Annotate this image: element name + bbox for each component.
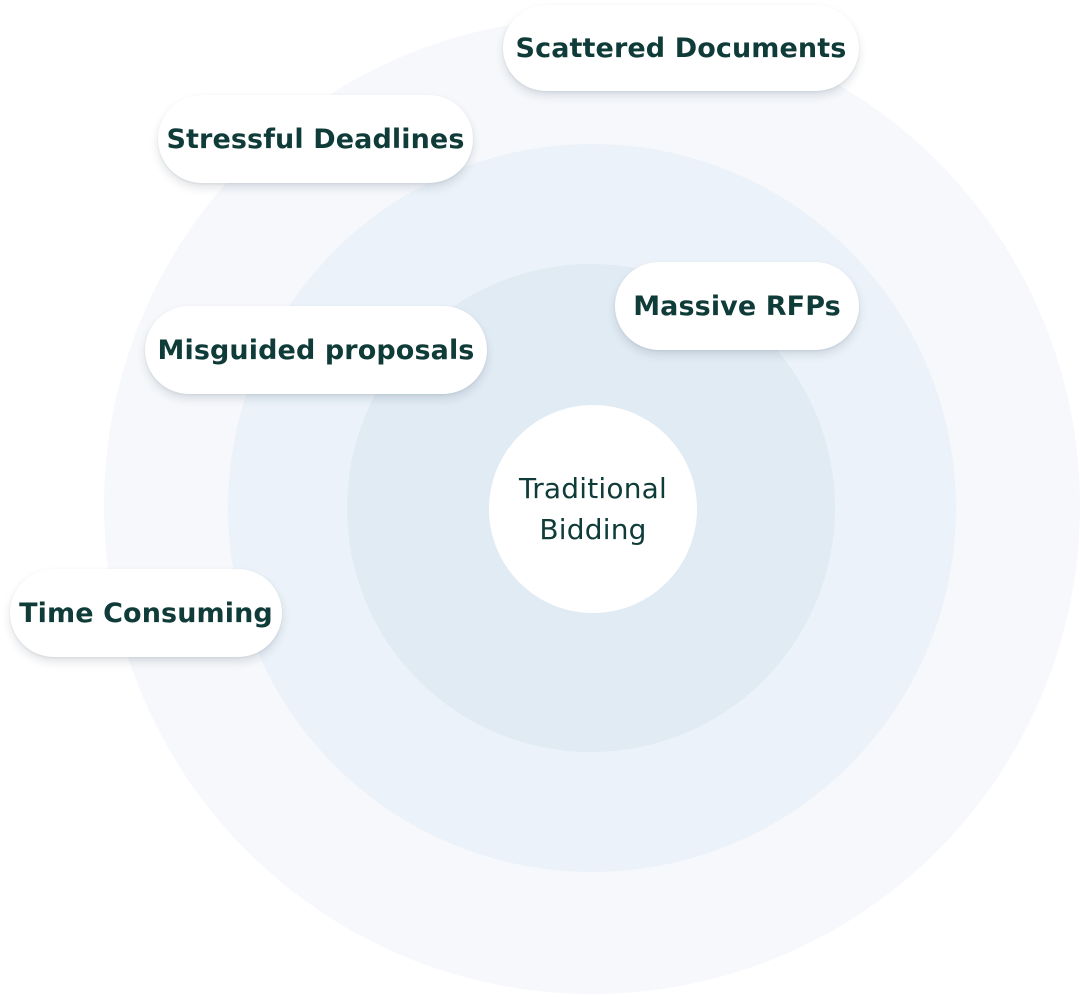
- center-label: Traditional Bidding: [519, 472, 667, 546]
- pill-scattered-documents: Scattered Documents: [503, 5, 859, 91]
- center-circle: Traditional Bidding: [489, 405, 697, 613]
- pill-time-consuming: Time Consuming: [10, 569, 282, 657]
- pill-misguided-proposals: Misguided proposals: [145, 306, 487, 394]
- pill-massive-rfps: Massive RFPs: [615, 262, 859, 350]
- pill-stressful-deadlines: Stressful Deadlines: [158, 95, 473, 183]
